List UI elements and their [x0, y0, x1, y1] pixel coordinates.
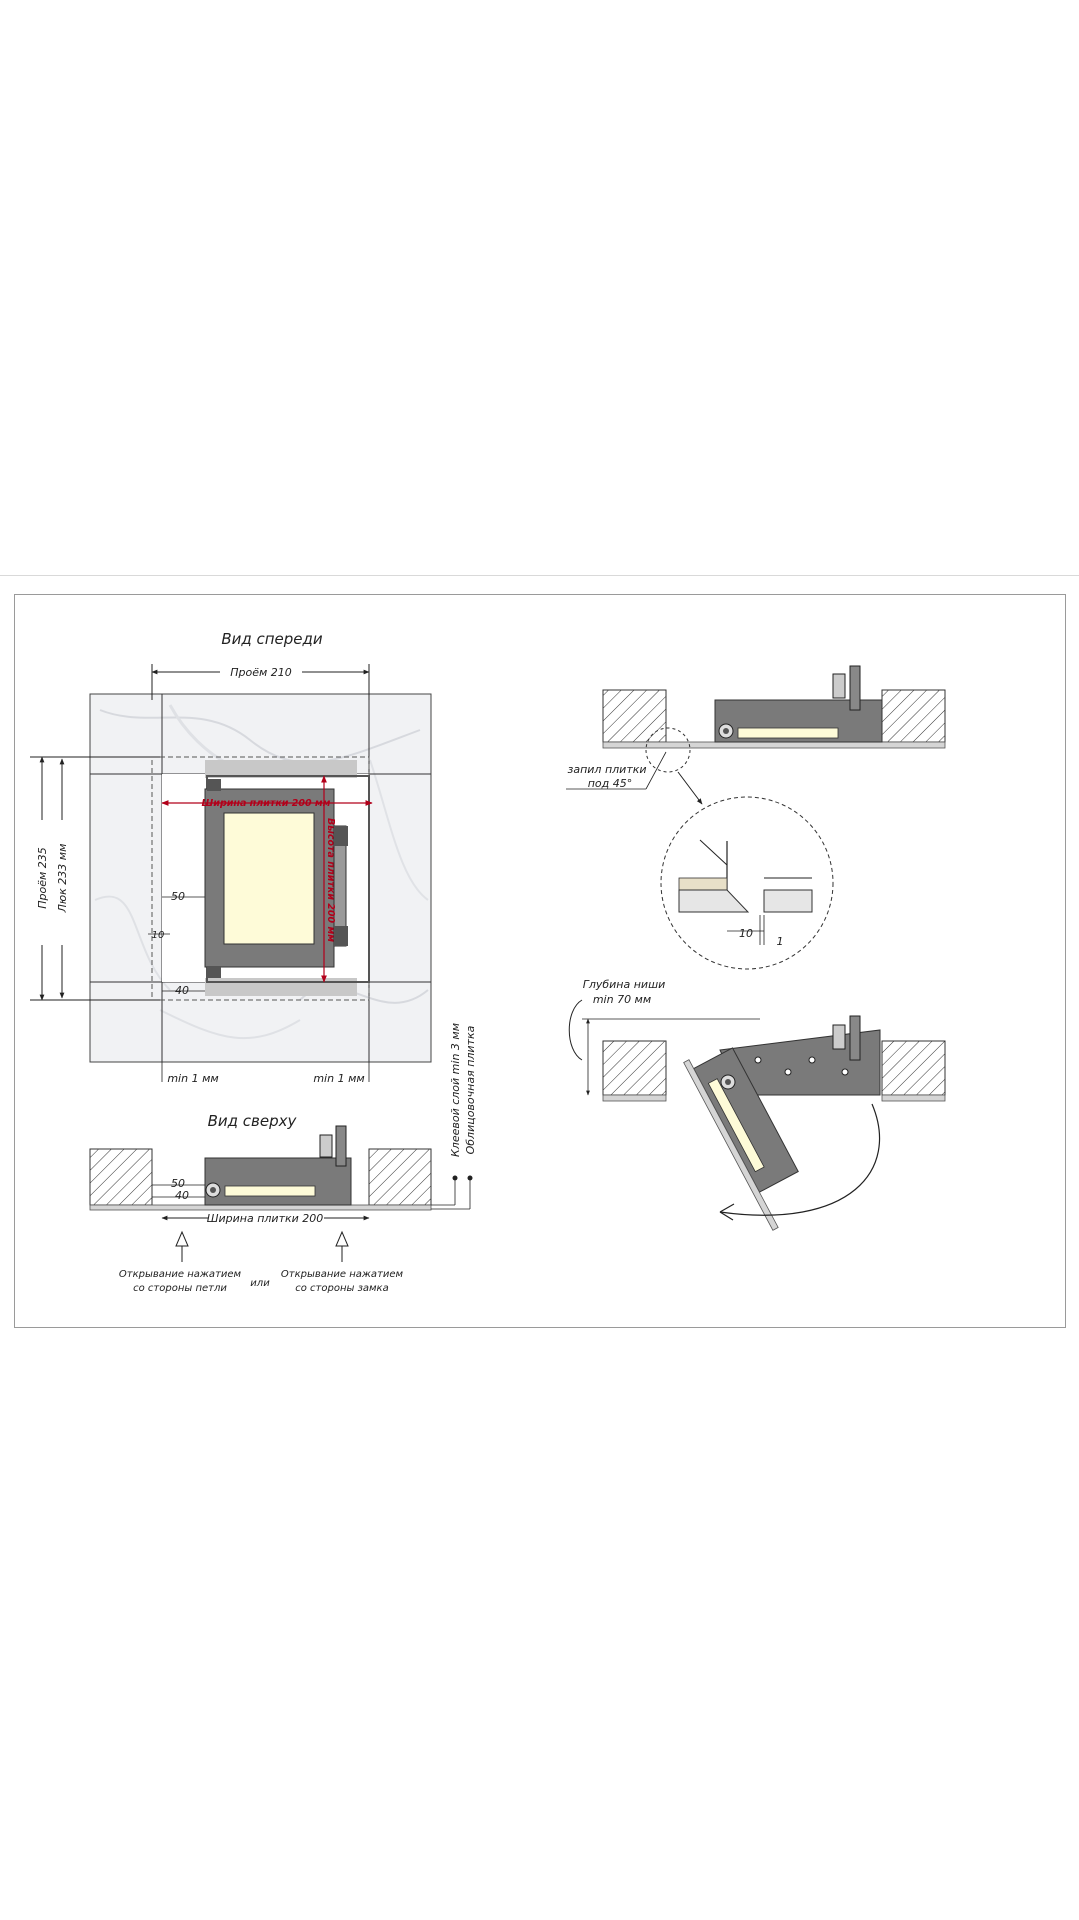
- open-hinge-line1: Открывание нажатием: [119, 1269, 242, 1280]
- niche-depth-line2: min 70 мм: [593, 993, 651, 1006]
- top-dim-50-label: 50: [171, 1177, 185, 1190]
- front-view-title: Вид спереди: [221, 630, 323, 648]
- drawing-frame: [14, 594, 1066, 1328]
- open-lock-line2: со стороны замка: [295, 1283, 388, 1294]
- open-hinge-line2: со стороны петли: [133, 1283, 227, 1294]
- niche-depth-line1: Глубина ниши: [583, 978, 666, 991]
- hatch-height-label: Люк 233 мм: [56, 844, 69, 914]
- top-view: Вид сверху 50 40 Ширина плитки 200 Клеев…: [89, 1023, 477, 1294]
- cut-detail-circle: 10 1: [660, 796, 834, 970]
- facing-tile-label: Облицовочная плитка: [464, 1025, 477, 1154]
- frame-bottom-band: [205, 978, 357, 996]
- adhesive-layer-label: Клеевой слой min 3 мм: [449, 1023, 462, 1157]
- opening-width-label: Проём 210: [230, 666, 292, 679]
- tile-height-red-label: Высота плитки 200 мм: [325, 818, 336, 942]
- opening-height-label: Проём 235: [36, 847, 49, 909]
- open-state-view: Глубина ниши min 70 мм: [568, 978, 946, 1231]
- detail-dim-1-label: 1: [777, 935, 784, 948]
- top-view-title: Вид сверху: [208, 1112, 298, 1130]
- detail-dim-10-label: 10: [739, 927, 753, 940]
- tile-cut-line1: запил плитки: [567, 763, 646, 776]
- hatch-frame: [204, 775, 370, 983]
- tile-cut-line2: под 45°: [588, 777, 633, 790]
- dim-40-label: 40: [175, 984, 189, 997]
- top-tile-width-label: Ширина плитки 200: [207, 1212, 324, 1225]
- dim-50-label: 50: [171, 890, 185, 903]
- dim-10-label: 10: [152, 930, 165, 941]
- min-gap-right-label: min 1 мм: [313, 1072, 364, 1085]
- front-view: Вид спереди: [30, 630, 432, 1085]
- section-view: запил плитки под 45° 10 1: [566, 665, 946, 970]
- or-label: или: [250, 1278, 270, 1289]
- frame-top-band: [205, 760, 357, 778]
- top-dim-40-label: 40: [175, 1189, 189, 1202]
- min-gap-left-label: min 1 мм: [167, 1072, 218, 1085]
- open-lock-line1: Открывание нажатием: [281, 1269, 404, 1280]
- page-divider: [0, 575, 1079, 576]
- tile-width-red-label: Ширина плитки 200 мм: [202, 798, 331, 809]
